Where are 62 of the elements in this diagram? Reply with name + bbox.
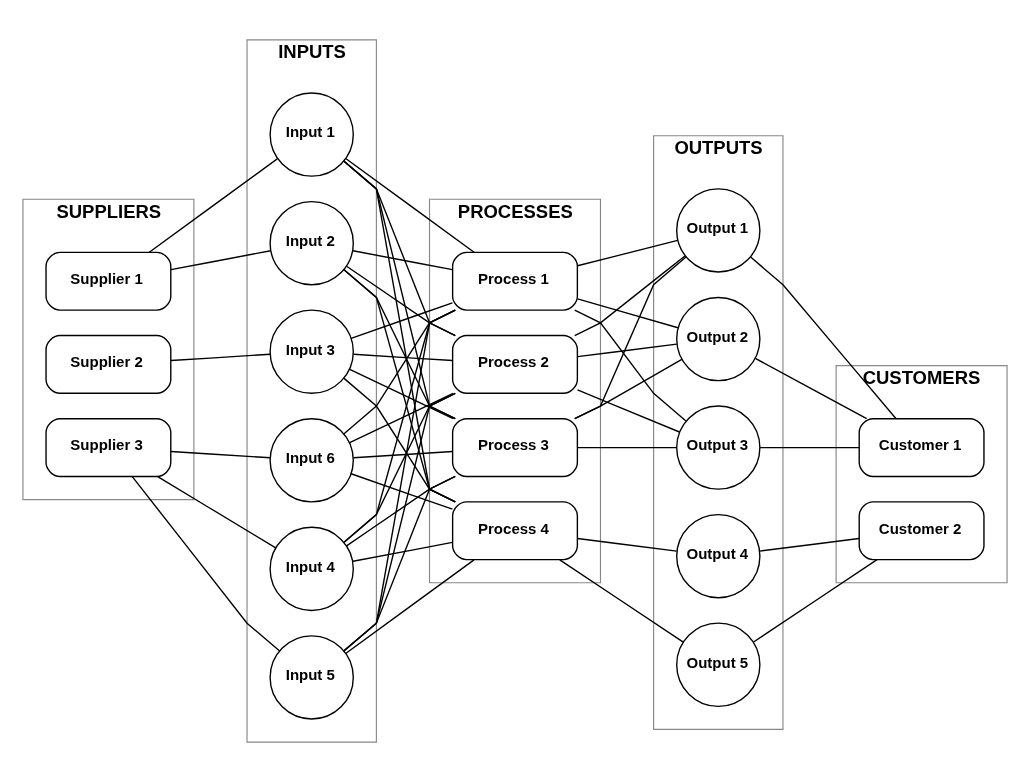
connector <box>342 268 456 503</box>
connector <box>576 343 677 358</box>
connector <box>573 358 682 420</box>
connector <box>352 450 453 459</box>
node-box: Process 1 <box>451 251 578 311</box>
connector <box>754 357 867 420</box>
node-circle: Input 5 <box>268 635 354 720</box>
connector <box>342 475 456 652</box>
connector <box>342 160 456 503</box>
connector <box>148 157 278 253</box>
connector <box>351 250 453 271</box>
connector <box>169 353 271 362</box>
connector <box>349 473 453 510</box>
connector <box>169 450 271 459</box>
node-box: Supplier 1 <box>44 251 171 311</box>
connector <box>344 559 475 654</box>
connector <box>576 239 678 267</box>
connector <box>573 256 687 420</box>
connector <box>576 298 679 329</box>
node-circle: Output 1 <box>675 188 761 273</box>
node-circle: Input 6 <box>268 418 354 503</box>
connector <box>342 309 456 544</box>
node-circle: Output 4 <box>675 513 761 599</box>
connector <box>758 446 860 449</box>
node-box: Customer 1 <box>858 418 985 478</box>
node-circle: Input 4 <box>268 526 354 612</box>
node-box: Process 3 <box>451 418 578 478</box>
node-circle: Input 3 <box>268 309 354 394</box>
node-box: Process 2 <box>451 334 578 394</box>
connector <box>758 537 860 552</box>
connector <box>749 256 897 420</box>
node-circle: Input 2 <box>268 200 354 286</box>
connector <box>156 475 276 549</box>
connector <box>573 255 686 337</box>
connector <box>342 377 456 503</box>
connector <box>345 265 456 337</box>
connector <box>558 559 684 643</box>
node-box: Process 4 <box>451 501 578 561</box>
connector <box>342 309 456 435</box>
node-circle: Input 1 <box>268 92 354 177</box>
node-box: Supplier 3 <box>44 418 171 478</box>
connector <box>352 353 453 362</box>
node-box: Supplier 2 <box>44 334 171 394</box>
connector <box>344 158 475 253</box>
connector <box>342 392 456 652</box>
connector <box>351 541 453 562</box>
node-circle: Output 2 <box>675 296 761 382</box>
connector <box>342 309 456 652</box>
connector <box>576 537 677 552</box>
connector <box>573 309 687 422</box>
node-circle: Output 5 <box>675 622 761 708</box>
connector <box>348 392 454 444</box>
connector <box>169 250 271 271</box>
connector <box>348 368 454 420</box>
node-box: Customer 2 <box>858 501 985 561</box>
connector <box>131 475 280 652</box>
connector <box>342 392 456 544</box>
connector <box>576 389 680 433</box>
connector <box>752 559 878 643</box>
node-circle: Output 3 <box>675 405 761 490</box>
connector <box>576 446 677 449</box>
connector <box>349 302 453 339</box>
